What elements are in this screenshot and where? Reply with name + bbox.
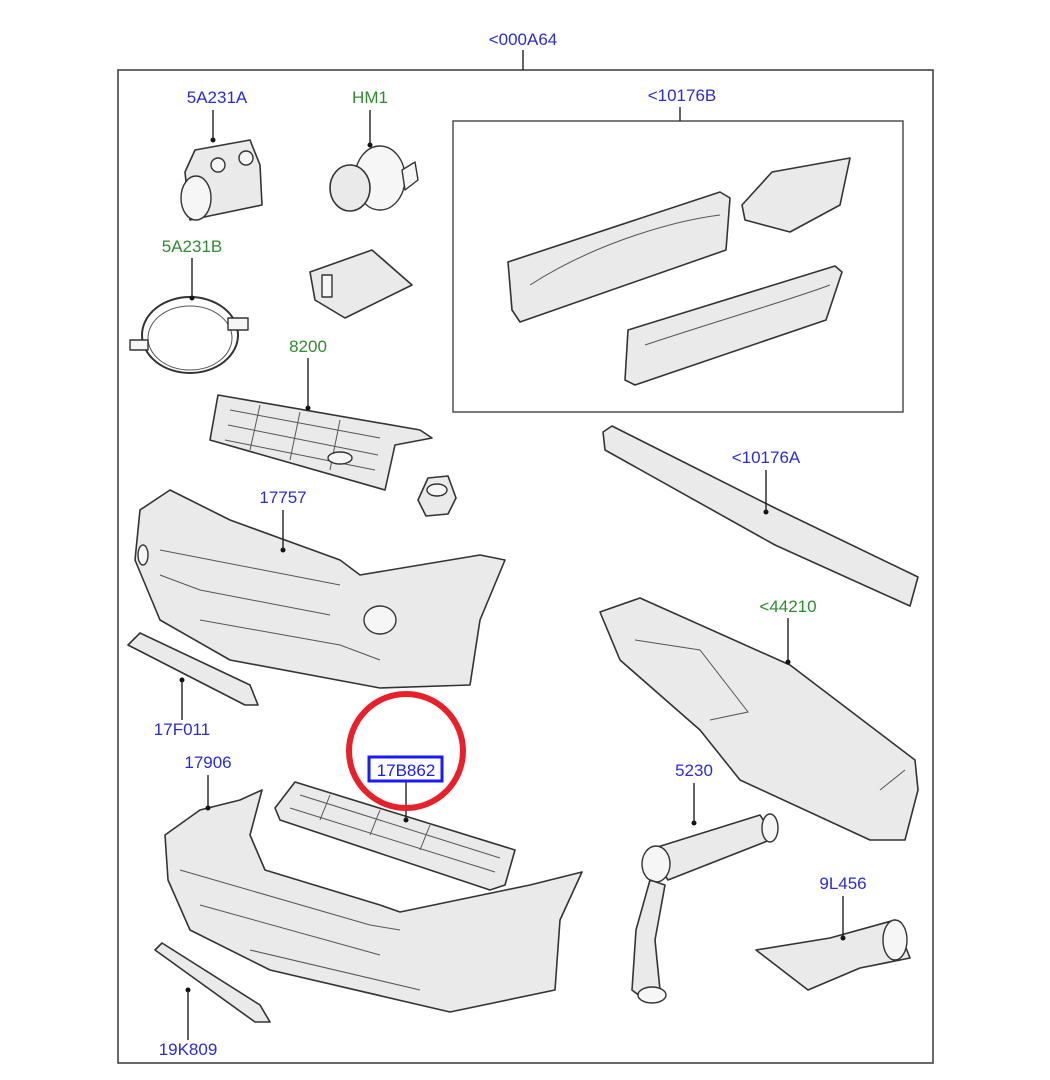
part-label-19K809[interactable]: 19K809 [159,1040,218,1059]
flange-nut [417,475,457,517]
part-label-5A231A[interactable]: 5A231A [187,88,248,107]
highlight-box [367,755,444,783]
front-grille [209,394,433,491]
front-bumper [134,489,506,689]
front-trim-strip [127,632,259,706]
part-label-17B862[interactable]: 17B862 [377,761,436,780]
part-label-9L456[interactable]: 9L456 [819,874,866,893]
rear-trim-strip [154,942,271,1023]
push-clip-hm1 [329,145,419,212]
rear-spoiler [599,597,919,841]
bracket-clip [309,249,413,319]
part-label-17F011[interactable]: 17F011 [154,720,210,739]
part-label-17757[interactable]: 17757 [259,488,306,507]
muffler [631,813,779,1004]
tailpipe-finisher [755,919,911,991]
side-moulding-rear-part [624,265,843,386]
diagram-frame [117,69,934,1064]
sill-moulding [602,425,919,607]
part-label-17906[interactable]: 17906 [184,753,231,772]
exhaust-clamp-b [129,296,249,374]
side-moulding-kit-box [452,120,904,413]
part-label-8200[interactable]: 8200 [289,337,327,356]
part-label-44210[interactable]: <44210 [759,597,816,616]
part-label-HM1[interactable]: HM1 [352,88,388,107]
rear-bumper [164,789,583,1013]
exhaust-clamp-a [180,139,263,221]
assembly-label[interactable]: <000A64 [489,30,558,49]
rear-grille-insert [274,781,516,891]
part-label-10176A[interactable]: <10176A [732,448,801,467]
part-label-5230[interactable]: 5230 [675,761,713,780]
part-label-17B862-selected[interactable]: 17B862 [367,755,444,783]
highlight-circle [346,691,466,811]
side-moulding-front-part [507,191,731,323]
part-label-10176B[interactable]: <10176B [648,86,717,105]
part-label-5A231B[interactable]: 5A231B [162,237,223,256]
side-moulding-corner-part [741,157,851,233]
